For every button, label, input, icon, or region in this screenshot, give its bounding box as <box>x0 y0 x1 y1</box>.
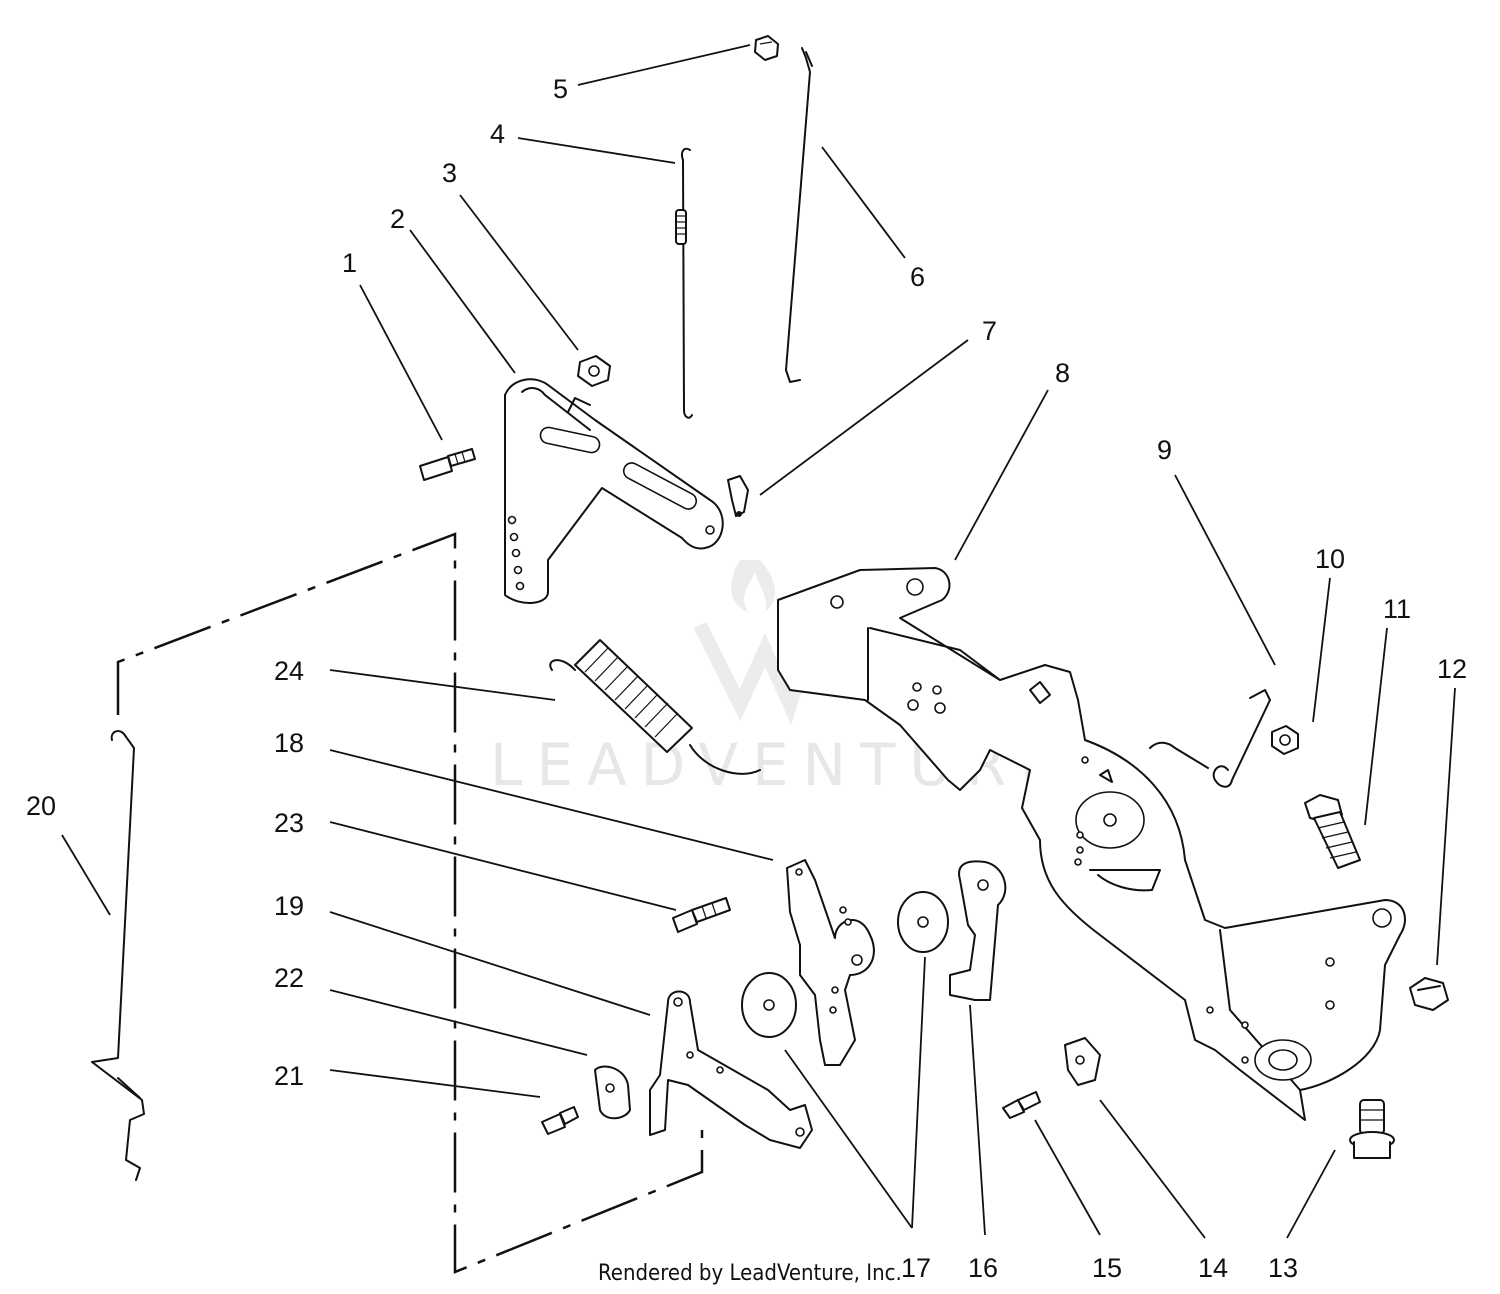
part-15-screw <box>1002 1091 1041 1119</box>
part-10-nut <box>1271 725 1299 755</box>
part-14-clip <box>1064 1037 1101 1086</box>
part-11-hex-bolt <box>1304 794 1361 869</box>
part-3-nut <box>577 355 611 387</box>
part-19-lever-bracket <box>649 990 813 1149</box>
part-5-nut <box>754 35 779 61</box>
part-22-cam-washer <box>594 1065 631 1120</box>
part-2-control-bracket <box>504 378 724 604</box>
callout-22: 22 <box>274 963 304 993</box>
part-17-washer-a <box>897 891 949 953</box>
part-16-governor-arm <box>949 860 1007 1001</box>
callout-24: 24 <box>274 656 304 686</box>
callout-labels: 1 2 3 4 5 6 7 8 9 10 11 12 13 14 15 16 1… <box>26 74 1467 1283</box>
part-4-governor-link <box>675 147 693 419</box>
part-9-spring-wire <box>1149 689 1271 788</box>
callout-8: 8 <box>1055 358 1070 388</box>
part-18-lever <box>786 859 875 1066</box>
callout-15: 15 <box>1092 1253 1122 1283</box>
part-7-clip <box>727 475 749 517</box>
part-12-hex-nut <box>1409 977 1449 1011</box>
callout-2: 2 <box>390 204 405 234</box>
callout-10: 10 <box>1315 544 1345 574</box>
callout-18: 18 <box>274 728 304 758</box>
part-13-flange-bolt <box>1349 1099 1395 1159</box>
callout-3: 3 <box>442 158 457 188</box>
callout-5: 5 <box>553 74 568 104</box>
part-8-control-plate <box>777 567 1406 1121</box>
part-21-screw <box>541 1106 579 1135</box>
render-credit: Rendered by LeadVenture, Inc. <box>598 1261 902 1286</box>
subassembly-phantom-outline <box>116 532 704 1274</box>
callout-9: 9 <box>1157 435 1172 465</box>
callout-16: 16 <box>968 1253 998 1283</box>
callout-19: 19 <box>274 891 304 921</box>
callout-1: 1 <box>342 248 357 278</box>
callout-4: 4 <box>490 119 505 149</box>
callout-14: 14 <box>1198 1253 1228 1283</box>
part-23-screw <box>672 897 731 933</box>
part-20-rod <box>91 730 145 1181</box>
callout-17: 17 <box>901 1253 931 1283</box>
callout-11: 11 <box>1383 594 1411 624</box>
callout-12: 12 <box>1437 654 1467 684</box>
callout-21: 21 <box>274 1061 304 1091</box>
part-1-bolt <box>419 448 476 481</box>
callout-13: 13 <box>1268 1253 1298 1283</box>
callout-23: 23 <box>274 808 304 838</box>
callout-20: 20 <box>26 791 56 821</box>
part-6-throttle-rod <box>785 47 813 383</box>
callout-6: 6 <box>910 262 925 292</box>
part-24-spring <box>549 639 761 775</box>
part-17-washer-b <box>741 972 797 1038</box>
callout-7: 7 <box>982 316 997 346</box>
leader-lines <box>61 44 1456 1239</box>
